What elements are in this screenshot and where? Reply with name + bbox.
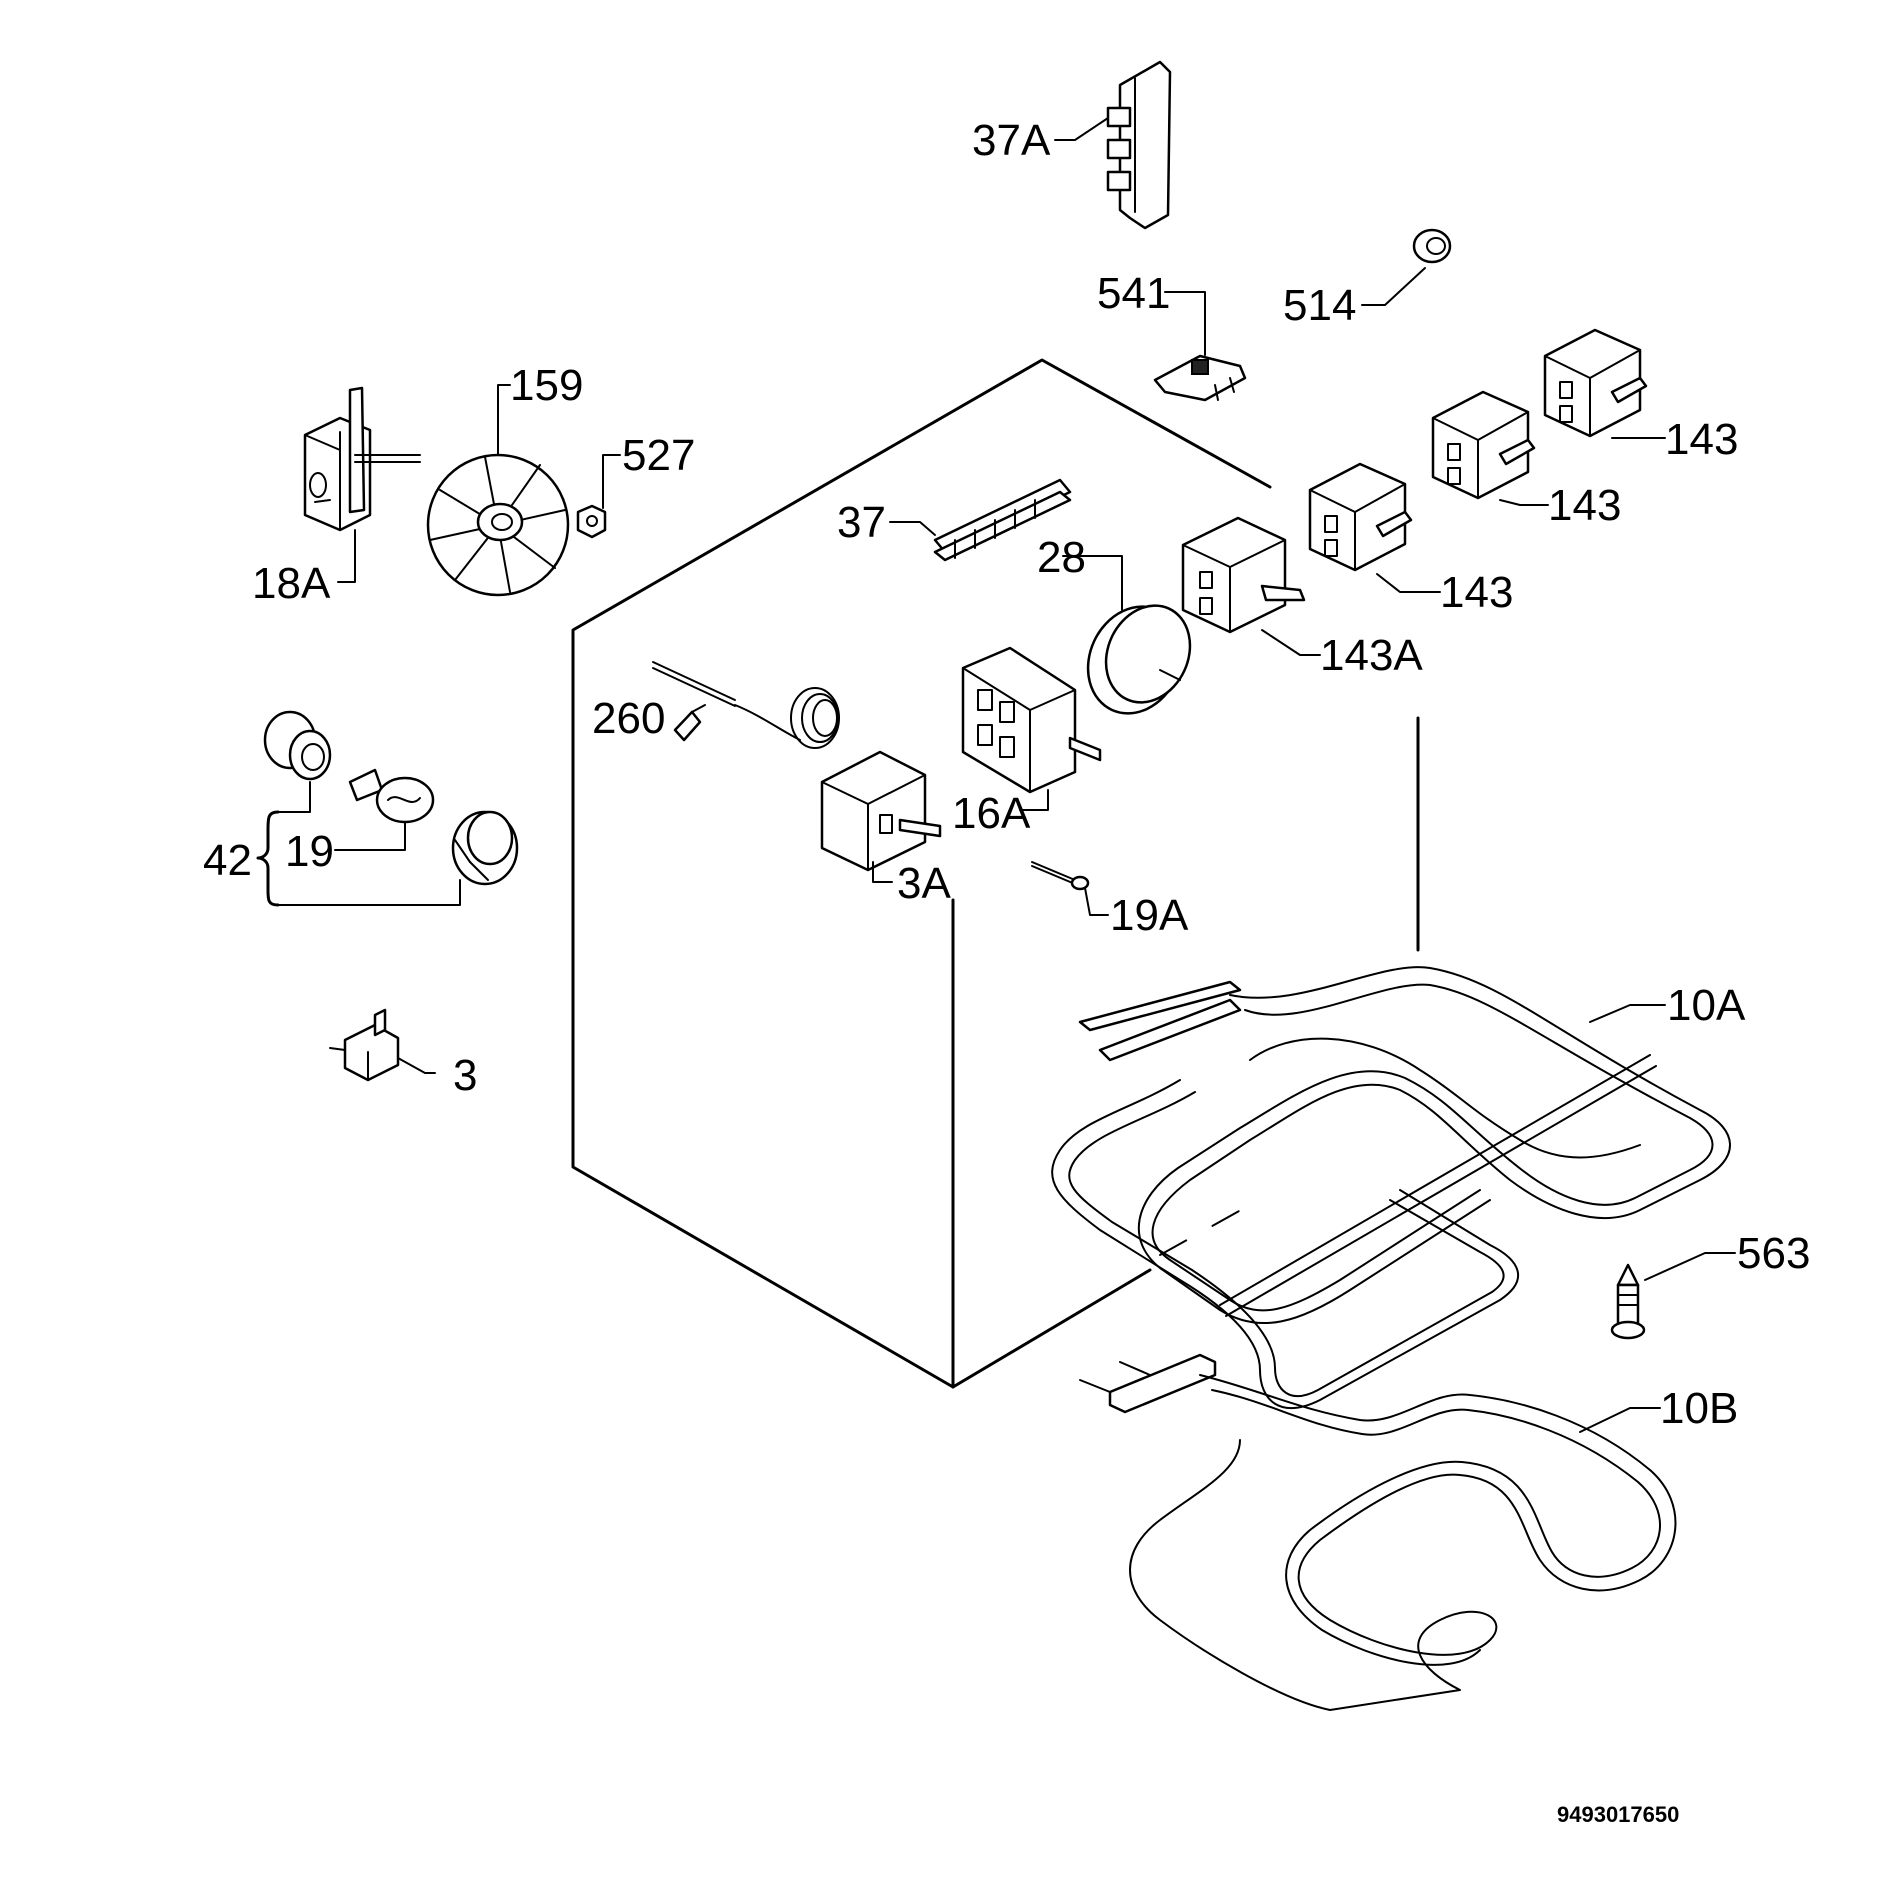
- label-18a: 18A: [252, 559, 331, 608]
- leader-19a: [1084, 887, 1109, 916]
- label-541: 541: [1097, 269, 1170, 318]
- leader-563: [1644, 1252, 1736, 1281]
- leader-514: [1361, 267, 1426, 306]
- leader-28: [1062, 555, 1123, 611]
- bracket-42: [256, 781, 461, 907]
- leader-159: [497, 384, 511, 456]
- label-143a: 143A: [1320, 631, 1423, 680]
- label-10a: 10A: [1667, 981, 1746, 1030]
- thermostat-3: [329, 1008, 400, 1082]
- label-16a: 16A: [952, 789, 1031, 838]
- leader-143a: [1261, 629, 1321, 656]
- label-143-mid: 143: [1548, 481, 1621, 530]
- label-143-low: 143: [1440, 568, 1513, 617]
- terminal-block-37a: [1106, 60, 1172, 230]
- leader-541: [1164, 291, 1206, 356]
- label-10b: 10B: [1660, 1384, 1738, 1433]
- label-42: 42: [203, 836, 252, 885]
- label-28: 28: [1037, 533, 1086, 582]
- selector-switch-16a: [961, 646, 1102, 794]
- fan-motor-18a: [303, 386, 421, 532]
- terminal-strip-37: [933, 478, 1072, 562]
- leader-16a: [1019, 789, 1049, 811]
- leader-37: [889, 521, 936, 536]
- thermostat-3a: [652, 661, 942, 872]
- label-514: 514: [1283, 281, 1356, 330]
- leader-10a: [1589, 1004, 1666, 1023]
- label-37: 37: [837, 498, 886, 547]
- leader-143-low: [1376, 573, 1441, 593]
- switch-143-low: [1308, 462, 1413, 572]
- switch-143-top: [1543, 328, 1648, 438]
- leader-37a: [1054, 117, 1109, 141]
- oven-cabinet-outline: [571, 358, 1420, 1389]
- grommet-514: [1412, 228, 1452, 264]
- leader-143-mid: [1499, 499, 1549, 506]
- label-143-top: 143: [1665, 415, 1738, 464]
- clip-260: [673, 704, 706, 742]
- label-159: 159: [510, 361, 583, 410]
- leader-3a: [872, 861, 893, 883]
- label-260: 260: [592, 694, 665, 743]
- fan-blade-159: [426, 453, 570, 597]
- label-19a: 19A: [1110, 891, 1189, 940]
- label-19: 19: [285, 827, 334, 876]
- leader-527: [602, 454, 621, 509]
- leader-18a: [337, 529, 356, 583]
- lamp-cover: [451, 810, 519, 886]
- switch-143-mid: [1431, 390, 1536, 500]
- label-37a: 37A: [972, 116, 1051, 165]
- leader-10b: [1579, 1407, 1661, 1433]
- label-563: 563: [1737, 1229, 1810, 1278]
- lamp-bulb-19: [348, 768, 435, 824]
- nut-527: [576, 504, 607, 539]
- lamp-socket: [263, 710, 332, 781]
- switch-143a: [1181, 516, 1306, 634]
- document-number: 9493017650: [1557, 1802, 1679, 1827]
- label-3: 3: [453, 1051, 477, 1100]
- leader-3: [397, 1057, 436, 1074]
- label-527: 527: [622, 431, 695, 480]
- timer-28: [1086, 604, 1192, 715]
- screw-563: [1610, 1263, 1646, 1340]
- lamp-19a: [1031, 861, 1090, 891]
- label-3a: 3A: [897, 859, 951, 908]
- switch-541: [1153, 354, 1247, 402]
- grill-element-10a: [1051, 966, 1731, 1410]
- base-element-10b: [1079, 1353, 1677, 1711]
